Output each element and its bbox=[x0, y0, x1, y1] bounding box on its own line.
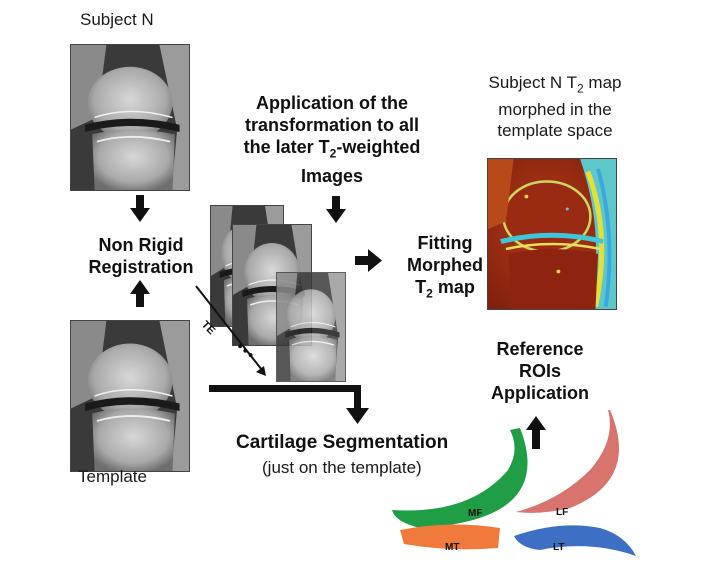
arrow-up-reference bbox=[526, 416, 546, 449]
arrow-right-fitting bbox=[355, 249, 382, 272]
arrow-up-template bbox=[130, 280, 150, 307]
fitting-line1: Fitting bbox=[417, 233, 473, 253]
subject-n-mri-image bbox=[70, 44, 190, 191]
reference-line1: Reference bbox=[496, 339, 584, 359]
reference-rois-label: Reference ROIs Application bbox=[470, 338, 610, 404]
registration-label: Non Rigid Registration bbox=[76, 234, 206, 278]
morphed-line3: template space bbox=[497, 121, 613, 141]
fitting-line3: T2 map bbox=[415, 277, 475, 301]
fitting-label: Fitting Morphed T2 map bbox=[395, 232, 495, 305]
reference-line2: ROIs bbox=[518, 361, 561, 381]
arrow-to-segmentation bbox=[209, 385, 369, 424]
roi-mt-label: MT bbox=[445, 542, 460, 553]
application-line4: Images bbox=[300, 165, 364, 186]
roi-mt-shape bbox=[400, 524, 500, 550]
t2-map-color-image bbox=[487, 158, 617, 310]
registration-line2: Registration bbox=[88, 257, 194, 277]
fitting-line2: Morphed bbox=[407, 255, 483, 275]
application-line2: transformation to all bbox=[244, 115, 419, 135]
template-label: Template bbox=[78, 467, 147, 486]
morphed-map-label: Subject N T2 map morphed in the template… bbox=[460, 72, 650, 141]
arrow-down-application bbox=[326, 196, 346, 223]
roi-lf-label: LF bbox=[556, 507, 569, 518]
application-label: Application of the transformation to all… bbox=[212, 92, 452, 187]
application-line3: the later T2-weighted bbox=[243, 137, 421, 161]
segmentation-title: Cartilage Segmentation bbox=[236, 432, 449, 453]
subject-n-label: Subject N bbox=[80, 10, 154, 29]
arrow-te-diagonal bbox=[195, 285, 266, 376]
roi-lt-label: LT bbox=[553, 542, 565, 553]
application-line1: Application of the bbox=[256, 93, 408, 113]
t2-weighted-image-3 bbox=[276, 272, 346, 382]
roi-lt-shape bbox=[514, 525, 636, 556]
morphed-line1: Subject N T2 map bbox=[488, 73, 622, 96]
roi-mf-label: MF bbox=[468, 508, 483, 519]
reference-line3: Application bbox=[491, 383, 589, 403]
segmentation-subtitle: (just on the template) bbox=[262, 458, 422, 477]
registration-line1: Non Rigid bbox=[98, 235, 184, 255]
arrow-down-subject bbox=[130, 195, 150, 222]
morphed-line2: morphed in the bbox=[498, 100, 612, 120]
roi-mf-shape bbox=[392, 428, 528, 528]
template-mri-image bbox=[70, 320, 190, 472]
roi-lf-shape bbox=[516, 410, 619, 513]
